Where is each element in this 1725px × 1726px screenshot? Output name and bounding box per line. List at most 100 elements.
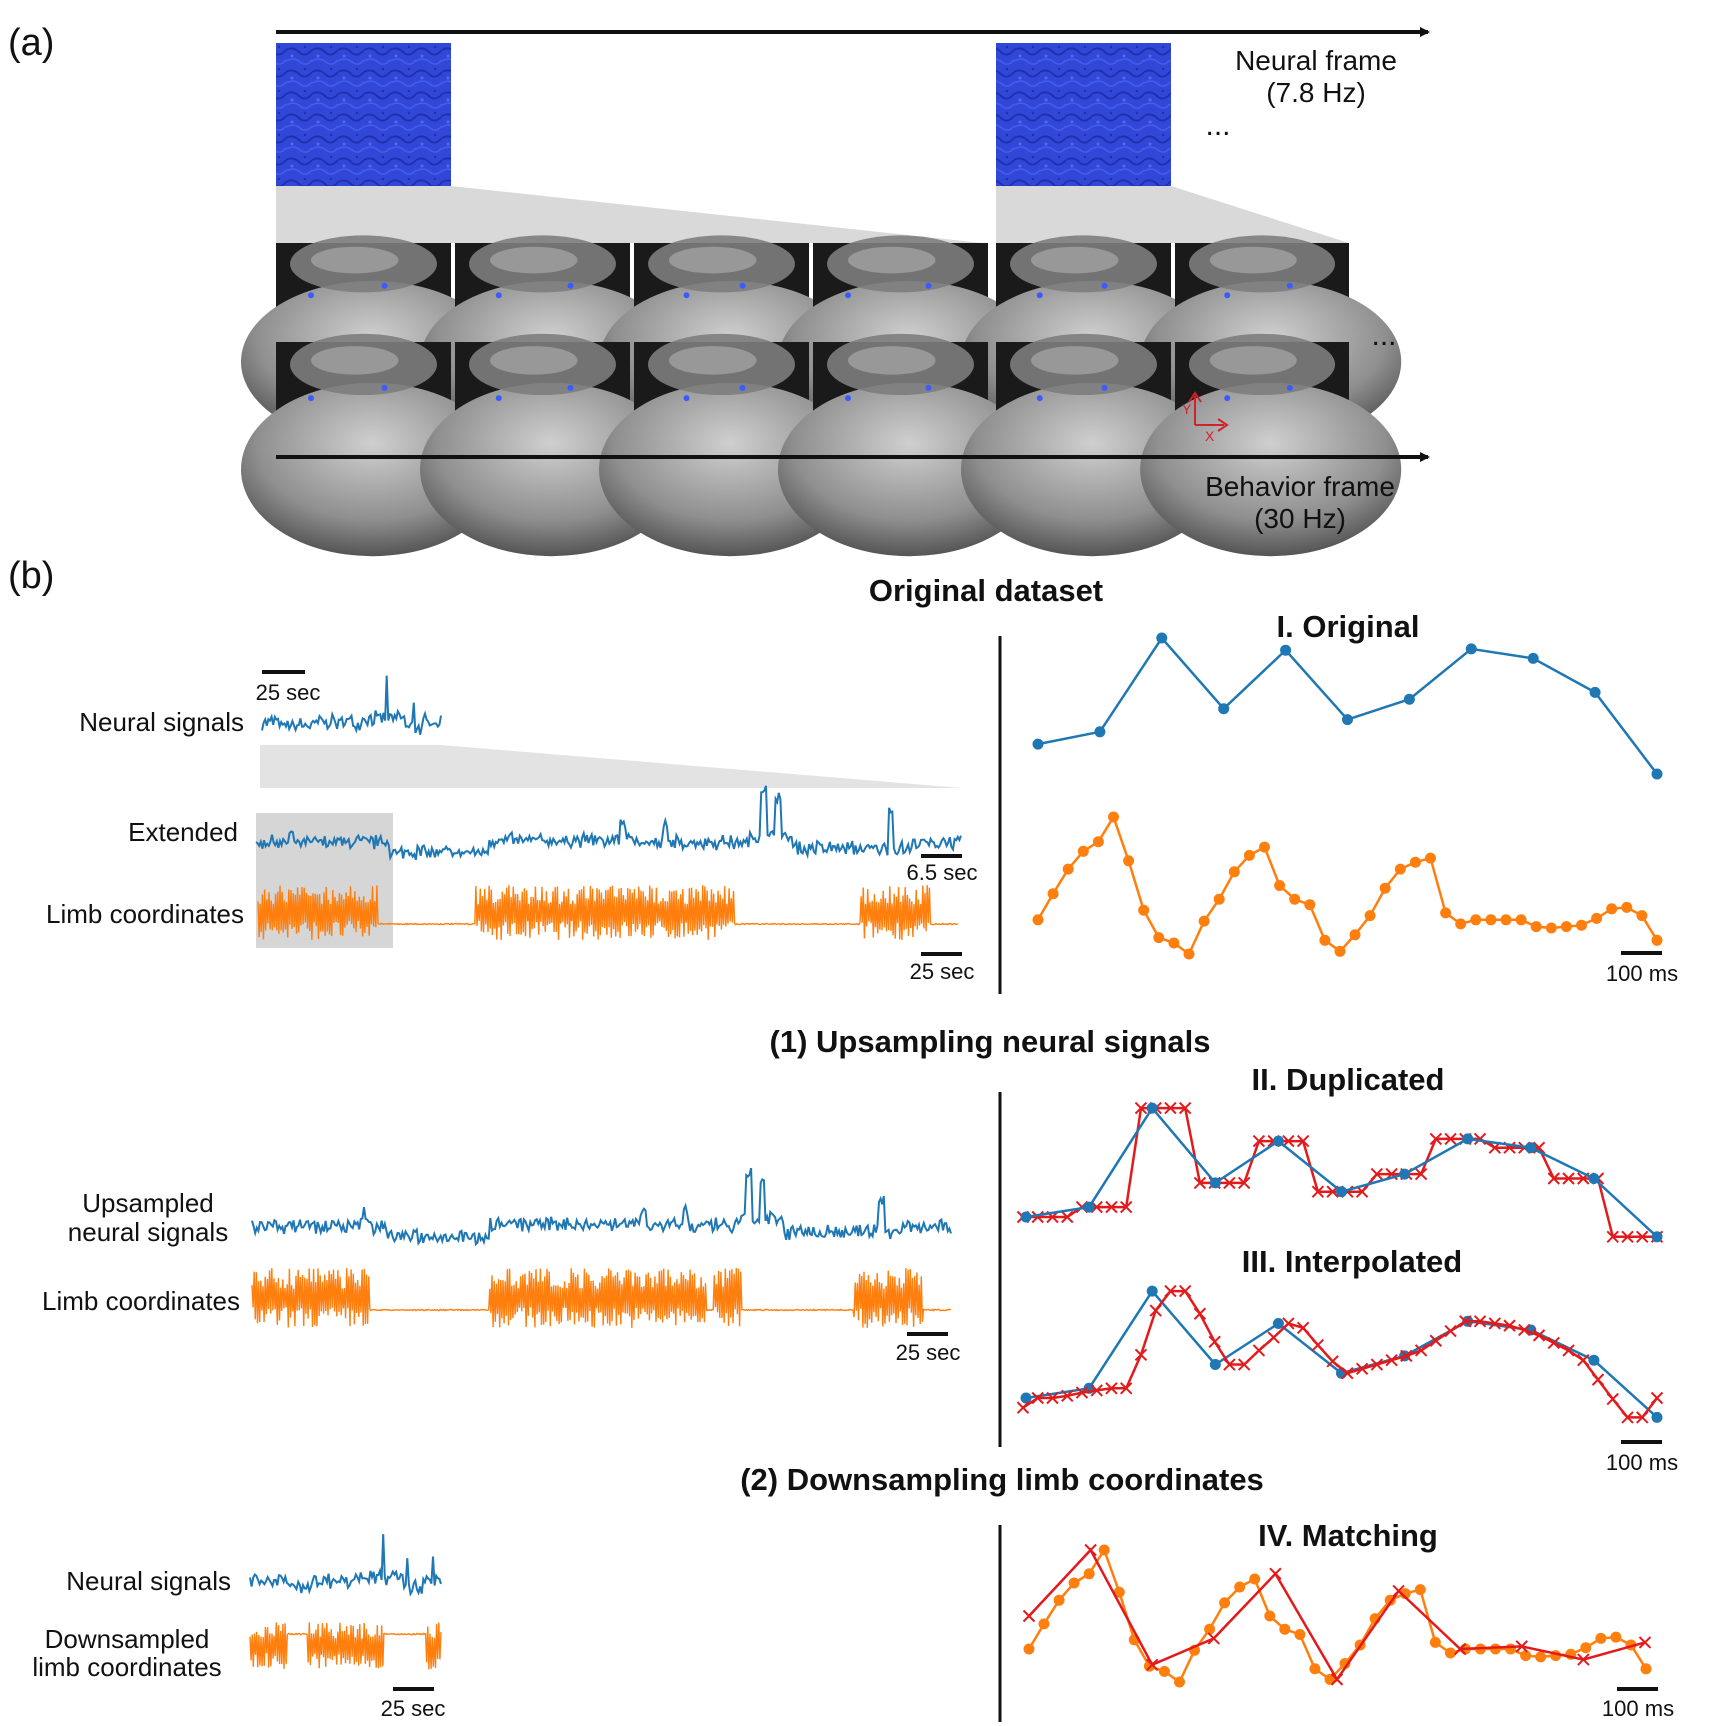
chart-II-duplicated-point: [1164, 1101, 1177, 1115]
label-upsampled-2: neural signals: [68, 1217, 228, 1247]
scalebar-100ms-1-label: 100 ms: [1606, 961, 1678, 986]
chart-IV-limb-point: [1068, 1577, 1080, 1589]
limb-coordinates-trace-2: [251, 1267, 951, 1328]
chart-II-duplicated-point: [1120, 1200, 1133, 1214]
chart-I-neural-point: [1280, 644, 1292, 656]
chart-I-title: I. Original: [1277, 609, 1420, 644]
neural-frame-ellipsis: ...: [1205, 109, 1230, 142]
chart-IV-limb-point: [1610, 1631, 1622, 1643]
chart-III-interpolated-point: [1606, 1392, 1619, 1406]
chart-II-duplicated-point: [1296, 1134, 1310, 1148]
chart-III-interpolated-point: [1164, 1284, 1177, 1298]
chart-IV-limb-point: [1324, 1673, 1336, 1685]
chart-I-limb-point: [1092, 836, 1104, 848]
chart-I-limb-point: [1168, 937, 1180, 949]
chart-IV-limb-point: [1535, 1651, 1547, 1663]
chart-I-limb-point: [1591, 912, 1603, 924]
chart-I-neural-point: [1094, 726, 1106, 738]
chart-I-limb-point: [1259, 841, 1270, 853]
neural-frame-1: [276, 43, 451, 186]
chart-I-limb-point: [1440, 907, 1452, 919]
chart-I-limb-point: [1274, 880, 1286, 891]
chart-III-interpolated-point: [1282, 1317, 1295, 1330]
axis-x-label: X: [1205, 428, 1215, 444]
chart-III-interpolated-line: [1022, 1289, 1658, 1419]
chart-III-interpolated-point: [1267, 1331, 1280, 1344]
neural-frame-2: [996, 43, 1171, 186]
chart-III-interpolated-point: [1636, 1411, 1649, 1424]
chart-III-interpolated-point: [1621, 1411, 1634, 1424]
chart-II-neural-point: [1462, 1133, 1474, 1145]
chart-I-limb-point: [1425, 852, 1436, 864]
chart-I-limb-point: [1364, 910, 1376, 922]
chart-I-limb-point: [1394, 863, 1406, 875]
chart-I-limb-point: [1651, 934, 1663, 946]
extended-neural-trace: [255, 785, 962, 862]
chart-IV-matched-point: [1515, 1640, 1529, 1653]
chart-IV-limb-point: [1414, 1584, 1426, 1596]
chart-I-limb-point: [1560, 921, 1572, 933]
chart-I-limb-point: [1409, 856, 1421, 868]
chart-I-neural-point: [1342, 714, 1353, 726]
chart-I-limb-point: [1515, 914, 1527, 926]
scalebar-25s-d-label: 25 sec: [381, 1696, 446, 1721]
chart-II-neural-point: [1272, 1135, 1284, 1147]
chart-I-limb-point: [1455, 918, 1467, 930]
chart-IV-matching: [1022, 1543, 1652, 1688]
scalebar-6-5s-label: 6.5 sec: [907, 860, 978, 885]
chart-III-neural-point: [1588, 1354, 1600, 1366]
chart-IV-limb-line: [1027, 1547, 1648, 1684]
label-downsampled-2: limb coordinates: [32, 1652, 221, 1682]
panel-b-label: (b): [8, 555, 54, 597]
chart-II-neural-point: [1651, 1231, 1663, 1243]
chart-I-neural-point: [1589, 686, 1601, 698]
chart-II-neural-point: [1588, 1173, 1600, 1184]
chart-I-neural-point: [1465, 643, 1477, 655]
neural-signal-trace: [261, 675, 442, 735]
label-downsampled-1: Downsampled: [45, 1624, 210, 1654]
chart-II-duplicated: [1016, 1101, 1664, 1244]
scalebar-100ms-3-label: 100 ms: [1602, 1696, 1674, 1721]
chart-III-interpolated-point: [1016, 1401, 1030, 1414]
chart-I-limb-point: [1183, 948, 1195, 960]
chart-I-limb-point: [1621, 901, 1633, 913]
chart-IV-limb-point: [1505, 1643, 1517, 1655]
chart-III-interpolated-point: [1046, 1391, 1059, 1405]
chart-I-limb-point: [1289, 893, 1301, 905]
chart-I-limb-point: [1062, 863, 1074, 875]
chart-II-duplicated-point: [1444, 1132, 1457, 1146]
chart-II-duplicated-point: [1237, 1176, 1251, 1190]
label-neural-signals-2: Neural signals: [66, 1566, 231, 1596]
behavior-frame: [1140, 333, 1402, 557]
scalebar-25s-c-label: 25 sec: [896, 1340, 961, 1365]
chart-I-limb-point: [1349, 929, 1361, 941]
chart-III-neural-point: [1272, 1318, 1284, 1329]
chart-IV-limb-point: [1023, 1643, 1035, 1655]
chart-II-neural-line: [1025, 1105, 1658, 1238]
chart-II-neural-point: [1020, 1211, 1032, 1223]
chart-IV-limb-point: [1429, 1636, 1441, 1648]
limb-coordinates-trace: [257, 885, 959, 941]
section-original-title: Original dataset: [869, 573, 1103, 608]
chart-IV-limb-point: [1249, 1573, 1261, 1585]
behavior-axis-label: Behavior frame: [1205, 471, 1395, 502]
chart-I-limb-point: [1047, 888, 1059, 900]
chart-II-duplicated-point: [1532, 1141, 1546, 1154]
chart-II-duplicated-point: [1547, 1172, 1560, 1185]
chart-IV-matched-point: [1207, 1632, 1221, 1645]
scalebar-25s-a-label: 25 sec: [256, 680, 321, 705]
chart-III-interpolated-point: [1237, 1358, 1251, 1371]
chart-II-duplicated-point: [1223, 1176, 1236, 1190]
chart-II-duplicated-point: [1429, 1132, 1443, 1146]
chart-I-original: [1032, 632, 1663, 960]
chart-II-duplicated-point: [1105, 1200, 1118, 1214]
chart-IV-limb-point: [1580, 1642, 1592, 1654]
axis-y-label: Y: [1182, 401, 1192, 417]
chart-IV-matched-point: [1022, 1609, 1036, 1623]
chart-III-interpolated-point: [1120, 1382, 1133, 1395]
frame-expansion-wedge-1: [276, 186, 982, 243]
extension-wedge: [260, 745, 962, 788]
chart-III-interpolated-point: [1223, 1358, 1236, 1371]
chart-I-limb-point: [1470, 914, 1482, 926]
chart-II-duplicated-point: [1414, 1167, 1428, 1181]
